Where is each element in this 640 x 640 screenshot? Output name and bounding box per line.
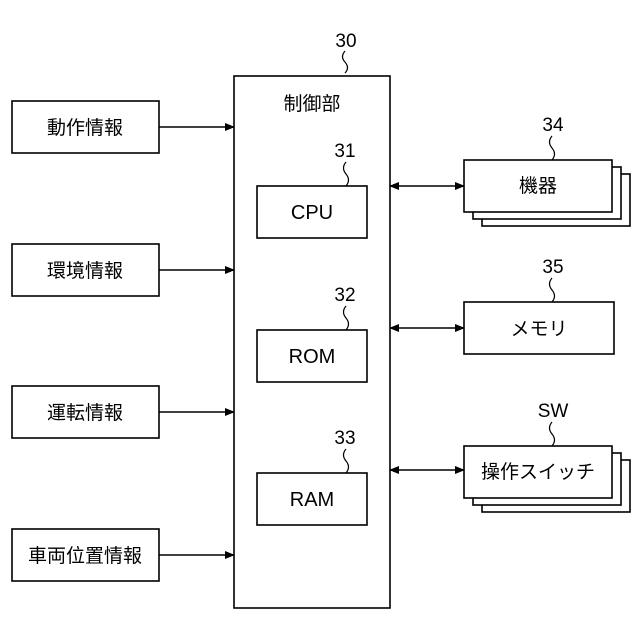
memory-ref-leader [550, 278, 555, 302]
ram-label: RAM [290, 489, 334, 511]
input-operation-info: 動作情報 [12, 101, 234, 153]
memory-label: メモリ [510, 318, 567, 340]
input-vehicle-position-info: 車両位置情報 [12, 529, 234, 581]
controller-ref-leader [343, 51, 348, 73]
peripheral-operation-switch: 操作スイッチ SW [390, 401, 630, 512]
input-label: 環境情報 [47, 260, 123, 282]
input-driving-info: 運転情報 [12, 386, 234, 438]
input-label: 運転情報 [47, 402, 123, 424]
switch-label: 操作スイッチ [481, 461, 595, 483]
ram-ref: 33 [334, 428, 355, 449]
cpu-label: CPU [291, 202, 333, 224]
input-label: 動作情報 [47, 117, 123, 139]
rom-ref: 32 [334, 285, 355, 306]
peripheral-memory: メモリ 35 [390, 257, 614, 354]
cpu-ref: 31 [334, 141, 355, 162]
switch-ref-leader [550, 422, 555, 446]
controller-title: 制御部 [283, 93, 340, 115]
equipment-ref: 34 [542, 115, 564, 136]
rom-label: ROM [289, 346, 336, 368]
controller-ref: 30 [335, 31, 356, 52]
equipment-label: 機器 [519, 175, 557, 197]
equipment-ref-leader [550, 136, 555, 160]
switch-ref: SW [538, 401, 569, 422]
input-label: 車両位置情報 [28, 545, 142, 567]
input-environment-info: 環境情報 [12, 244, 234, 296]
memory-ref: 35 [542, 257, 563, 278]
peripheral-equipment: 機器 34 [390, 115, 630, 226]
